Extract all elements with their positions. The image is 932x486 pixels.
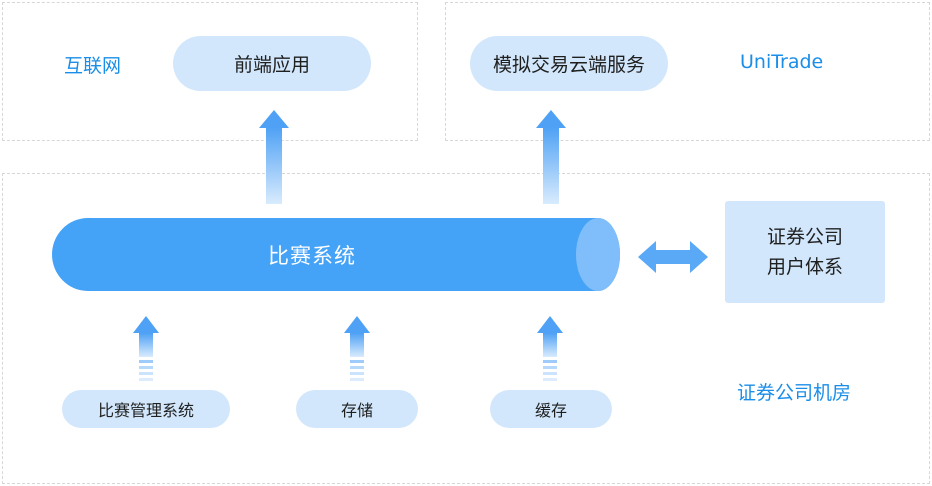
user-system-label-line2: 用户体系 — [766, 256, 843, 278]
datacenter-zone-label: 证券公司机房 — [737, 382, 852, 404]
unitrade-zone — [445, 2, 930, 141]
arrow-to-cloud-service — [536, 110, 566, 204]
arrow-from-cache — [537, 316, 563, 381]
user-system-node: 证券公司 用户体系 — [725, 201, 885, 303]
storage-node: 存储 — [296, 390, 418, 428]
user-system-label-line1: 证券公司 — [766, 226, 843, 248]
frontend-app-node: 前端应用 — [173, 36, 371, 91]
bidirectional-arrow-user-system — [638, 241, 708, 273]
arrow-from-storage — [344, 316, 370, 381]
cloud-service-node: 模拟交易云端服务 — [470, 36, 668, 91]
arrow-to-frontend — [259, 110, 289, 204]
datacenter-zone — [2, 173, 930, 484]
internet-zone — [2, 2, 418, 141]
arrow-from-management — [133, 316, 159, 381]
management-system-node: 比赛管理系统 — [62, 390, 230, 428]
competition-system-label: 比赛系统 — [268, 243, 356, 268]
internet-zone-label: 互联网 — [64, 55, 122, 77]
cache-node: 缓存 — [490, 390, 612, 428]
unitrade-zone-label: UniTrade — [740, 51, 824, 73]
competition-system-cylinder — [52, 218, 621, 291]
